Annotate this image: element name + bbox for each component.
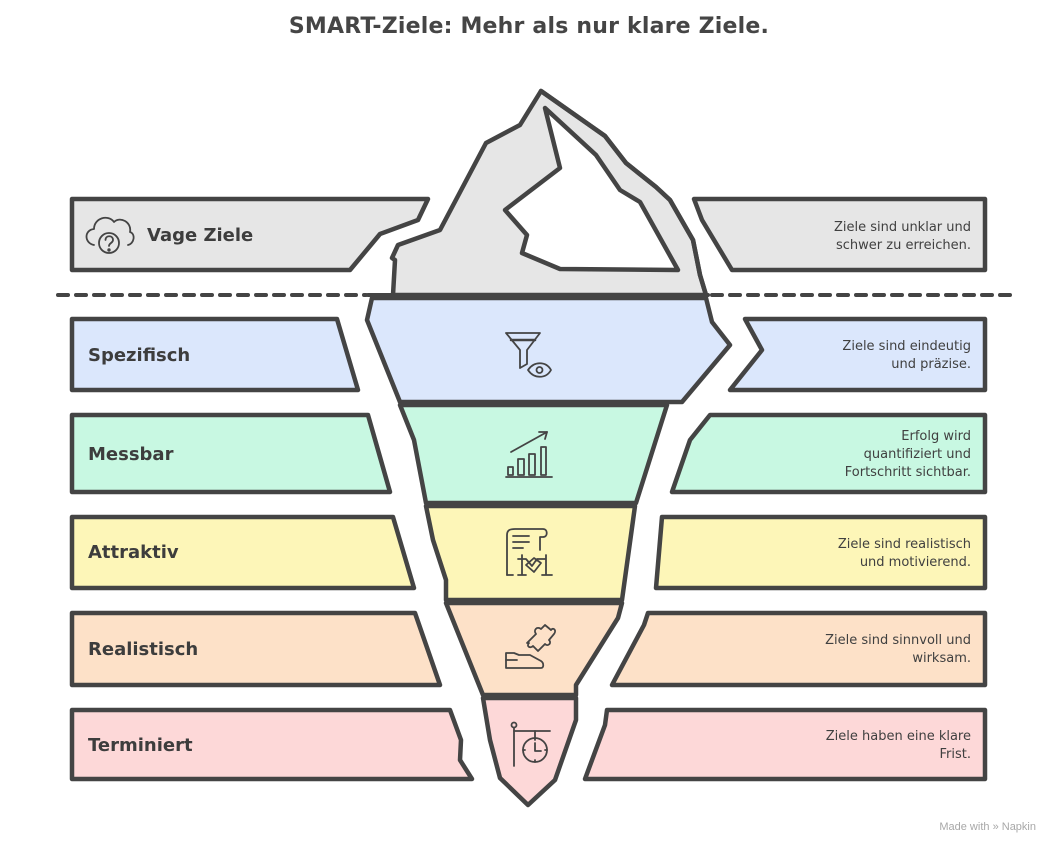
level-description-attraktiv: Ziele sind realistisch und motivierend.	[837, 537, 971, 570]
realistisch-right-panel	[609, 610, 988, 688]
vague-left-panel	[69, 196, 431, 273]
cloud-question-icon	[85, 216, 135, 254]
hanging-clock-sign-icon	[510, 721, 551, 767]
spezifisch-right-panel	[727, 316, 988, 393]
attraktiv-left-panel	[69, 514, 417, 591]
attraktiv-right-panel	[653, 514, 988, 591]
terminiert-center	[480, 695, 579, 808]
made-with-napkin-badge[interactable]: Made with » Napkin	[939, 821, 1036, 833]
level-label-attraktiv: Attraktiv	[88, 542, 179, 563]
attraktiv-center	[423, 503, 638, 603]
spezifisch-left-panel	[69, 316, 361, 393]
diagram-title: SMART-Ziele: Mehr als nur klare Ziele.	[288, 14, 770, 39]
terminiert-right-panel	[582, 707, 988, 782]
iceberg-tip	[389, 88, 709, 298]
funnel-eye-icon	[505, 332, 552, 378]
vague-goals-description: Ziele sind unklar und schwer zu erreiche…	[833, 220, 971, 253]
level-description-spezifisch: Ziele sind eindeutig und präzise.	[842, 339, 971, 372]
level-label-realistisch: Realistisch	[88, 639, 199, 660]
bar-chart-growth-icon	[505, 431, 553, 478]
level-description-messbar: Erfolg wird quantifiziert und Fortschrit…	[844, 429, 971, 480]
realistisch-left-panel	[69, 610, 443, 688]
terminiert-left-panel	[69, 707, 475, 782]
realistisch-center	[443, 600, 625, 698]
messbar-right-panel	[669, 412, 988, 495]
level-label-spezifisch: Spezifisch	[88, 345, 191, 366]
level-label-terminiert: Terminiert	[88, 735, 193, 756]
contract-handshake-icon	[506, 528, 553, 576]
vague-right-panel	[691, 196, 988, 273]
level-description-realistisch: Ziele sind sinnvoll und wirksam.	[825, 633, 971, 666]
hand-puzzle-icon	[505, 624, 556, 669]
level-label-messbar: Messbar	[88, 444, 174, 465]
spezifisch-center	[364, 295, 733, 405]
messbar-left-panel	[69, 412, 393, 495]
level-description-terminiert: Ziele haben eine klare Frist.	[825, 729, 971, 762]
napkin-logo-icon: »	[992, 821, 999, 833]
vague-goals-label: Vage Ziele	[147, 225, 254, 246]
